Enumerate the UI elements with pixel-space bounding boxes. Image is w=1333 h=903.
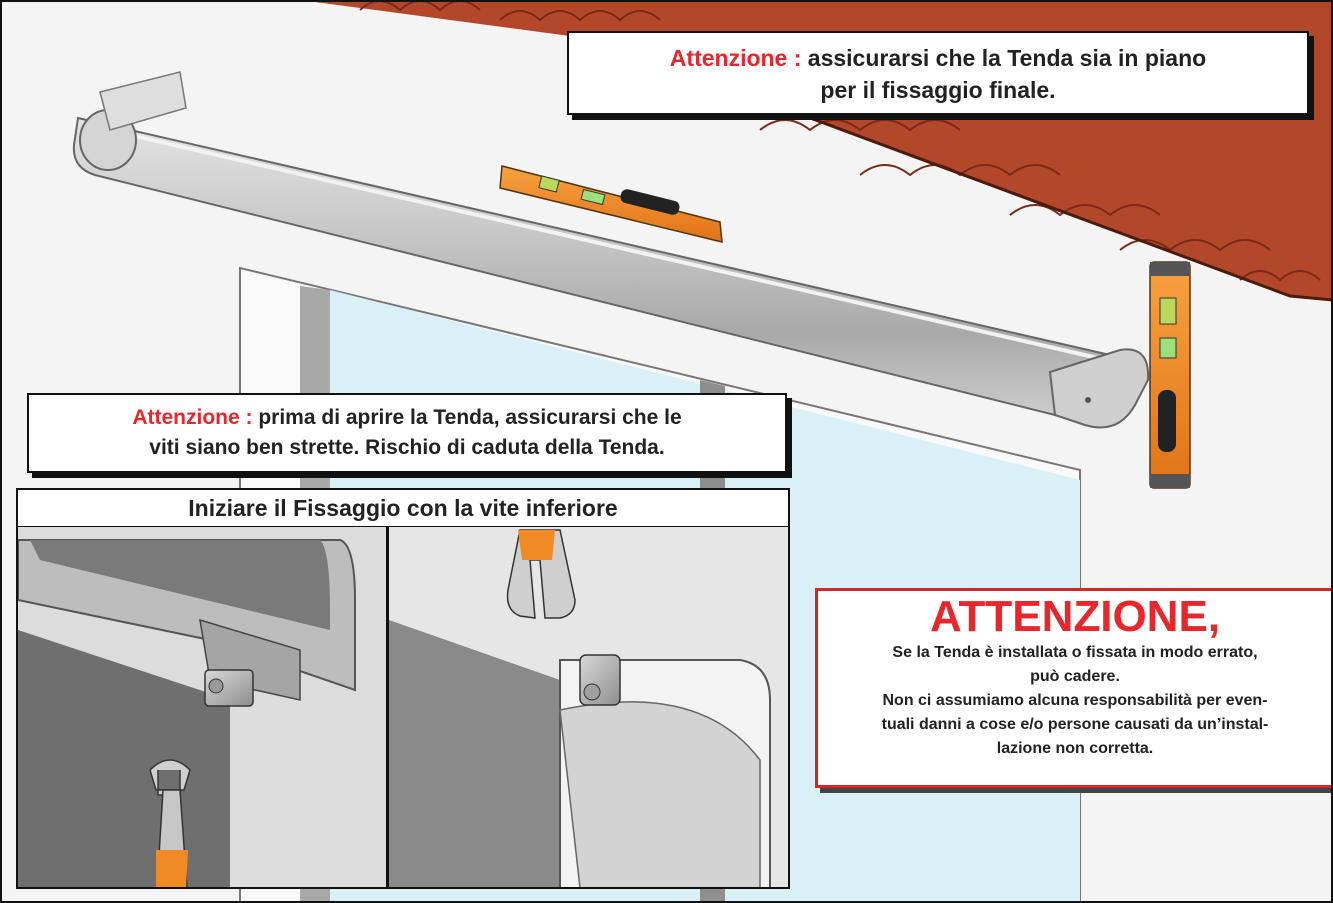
detail-divider xyxy=(386,526,389,888)
warning-line: lazione non corretta. xyxy=(996,740,1154,757)
notice-level-line1: Attenzione : assicurarsi che la Tenda si… xyxy=(569,42,1307,74)
spirit-level-horizontal xyxy=(499,165,723,243)
warning-line: Non ci assumiamo alcuna responsabilità p… xyxy=(882,692,1268,709)
warning-title: ATTENZIONE, xyxy=(929,592,1221,641)
notice-level-box: Attenzione : assicurarsi che la Tenda si… xyxy=(567,31,1309,115)
notice-level-text2: per il fissaggio finale. xyxy=(820,77,1056,103)
notice-screws-text2: viti siano ben strette. Rischio di cadut… xyxy=(149,436,665,459)
notice-level-prefix: Attenzione : xyxy=(669,45,802,71)
notice-screws-line1: Attenzione : prima di aprire la Tenda, a… xyxy=(29,403,785,433)
warning-body: Se la Tenda è installata o fissata in mo… xyxy=(818,641,1332,761)
warning-box: ATTENZIONE, Se la Tenda è installata o f… xyxy=(815,588,1333,788)
notice-screws-box: Attenzione : prima di aprire la Tenda, a… xyxy=(27,393,787,473)
notice-screws-text1: prima di aprire la Tenda, assicurarsi ch… xyxy=(258,406,682,429)
warning-line: può cadere. xyxy=(1030,668,1120,685)
detail-right xyxy=(389,526,788,888)
notice-level-text1: assicurarsi che la Tenda sia in piano xyxy=(807,45,1207,71)
warning-line: Se la Tenda è installata o fissata in mo… xyxy=(892,644,1258,661)
panel-title: Iniziare il Fissaggio con la vite inferi… xyxy=(16,488,790,526)
detail-panel-frame xyxy=(16,525,790,889)
notice-screws-prefix: Attenzione : xyxy=(132,406,253,429)
spirit-level-vertical xyxy=(1149,261,1191,489)
detail-left xyxy=(18,526,387,888)
awning-cassette xyxy=(72,71,1150,429)
warning-line: tuali danni a cose e/o persone causati d… xyxy=(881,716,1269,733)
